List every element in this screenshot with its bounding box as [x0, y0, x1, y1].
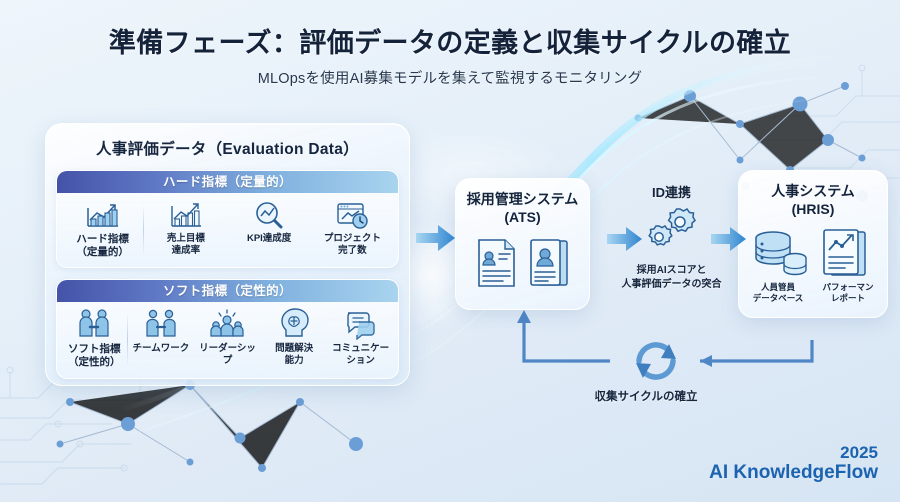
page-title: 準備フェーズ：評価データの定義と収集サイクルの確立	[108, 28, 792, 58]
hris-item-report-label: パフォーマンレポート	[822, 282, 874, 303]
feedback-arrow-head-left	[700, 355, 712, 367]
teamwork-icon	[146, 310, 176, 337]
soft-metrics-primary-cell[interactable]: ソフト指標（定性的）	[61, 308, 128, 369]
kpi-achievement-label: KPI達成度	[246, 233, 292, 244]
arrow-ats-to-idlink-icon	[607, 227, 642, 251]
leadership-label: リーダーシップ	[199, 343, 256, 367]
leadership-icon	[210, 309, 245, 337]
problem-solving-label: 問題解決能力	[275, 343, 314, 367]
id-link-caption: 採用AIスコアと人事評価データの突合	[621, 265, 722, 290]
project-completion-cell[interactable]: プロジェクト完了数	[311, 200, 394, 257]
report-chart-icon	[823, 229, 866, 276]
id-link-title: ID連携	[651, 185, 691, 200]
soft-metrics-primary-label: ソフト指標（定性的）	[68, 343, 121, 369]
ats-title: 採用管理システム(ATS)	[466, 191, 579, 225]
feedback-arrow-head-up	[517, 310, 531, 323]
window-clock-icon	[337, 203, 369, 229]
brain-head-icon	[281, 308, 309, 337]
leadership-cell[interactable]: リーダーシップ	[194, 308, 261, 367]
communication-label: コミュニケーション	[332, 343, 390, 367]
refresh-cycle-icon	[636, 342, 676, 380]
problem-solving-cell[interactable]: 問題解決能力	[261, 308, 328, 367]
evaluation-data-title: 人事評価データ（Evaluation Data）	[96, 141, 359, 158]
feedback-loop-arrow	[522, 318, 814, 363]
sales-target-label: 売上目標達成率	[166, 233, 205, 256]
arrow-idlink-to-hris-icon	[711, 227, 746, 251]
page-subtitle: MLOpsを使用AI募集モデルを集えて監視するモニタリング	[257, 71, 643, 87]
bar-chart-growth-icon	[86, 204, 118, 227]
communication-cell[interactable]: コミュニケーション	[327, 308, 394, 367]
brand-name: AI KnowledgeFlow	[709, 462, 878, 484]
network-graph-icon	[56, 380, 363, 472]
header: 準備フェーズ：評価データの定義と収集サイクルの確立 MLOpsを使用AI募集モデ…	[0, 0, 900, 88]
resume-document-icon	[478, 239, 515, 287]
arrow-to-ats-icon	[416, 225, 455, 251]
brand-year: 2025	[840, 442, 878, 462]
hris-item-database-label: 人員管員データベース	[752, 282, 804, 303]
handshake-icon	[79, 309, 109, 337]
evaluation-data-panel: 人事評価データ（Evaluation Data） ハード指標（定量的） ハード指…	[45, 123, 410, 386]
magnifier-trend-icon	[256, 202, 283, 229]
hris-card[interactable]: 人事システム(HRIS)	[738, 170, 888, 318]
database-icon	[755, 231, 807, 276]
hard-metrics-group-header: ハード指標（定量的）	[57, 171, 398, 193]
hard-metrics-primary-cell[interactable]: ハード指標（定量的）	[61, 200, 145, 259]
ats-card[interactable]: 採用管理システム(ATS)	[455, 178, 590, 310]
collection-cycle-label: 収集サイクルの確立	[594, 391, 698, 403]
kpi-achievement-cell[interactable]: KPI達成度	[228, 200, 311, 245]
brand-block: 2025 AI KnowledgeFlow	[709, 443, 878, 485]
hard-metrics-group: ハード指標（定量的） ハード指標（定量的）	[56, 170, 399, 269]
project-completion-label: プロジェクト完了数	[323, 233, 381, 256]
gears-icon	[647, 208, 696, 246]
hris-title: 人事システム(HRIS)	[771, 183, 855, 217]
sales-target-cell[interactable]: 売上目標達成率	[144, 200, 227, 257]
teamwork-label: チームワーク	[132, 343, 190, 355]
sales-chart-icon	[171, 203, 201, 227]
teamwork-cell[interactable]: チームワーク	[128, 308, 195, 355]
soft-metrics-group-header: ソフト指標（定性的）	[57, 280, 398, 303]
speech-bubbles-icon	[346, 312, 375, 341]
soft-metrics-group: ソフト指標（定性的） ソフト指標（定性的）	[56, 279, 399, 379]
candidate-profile-icon	[530, 239, 568, 286]
hard-metrics-primary-label: ハード指標（定量的）	[76, 233, 129, 259]
